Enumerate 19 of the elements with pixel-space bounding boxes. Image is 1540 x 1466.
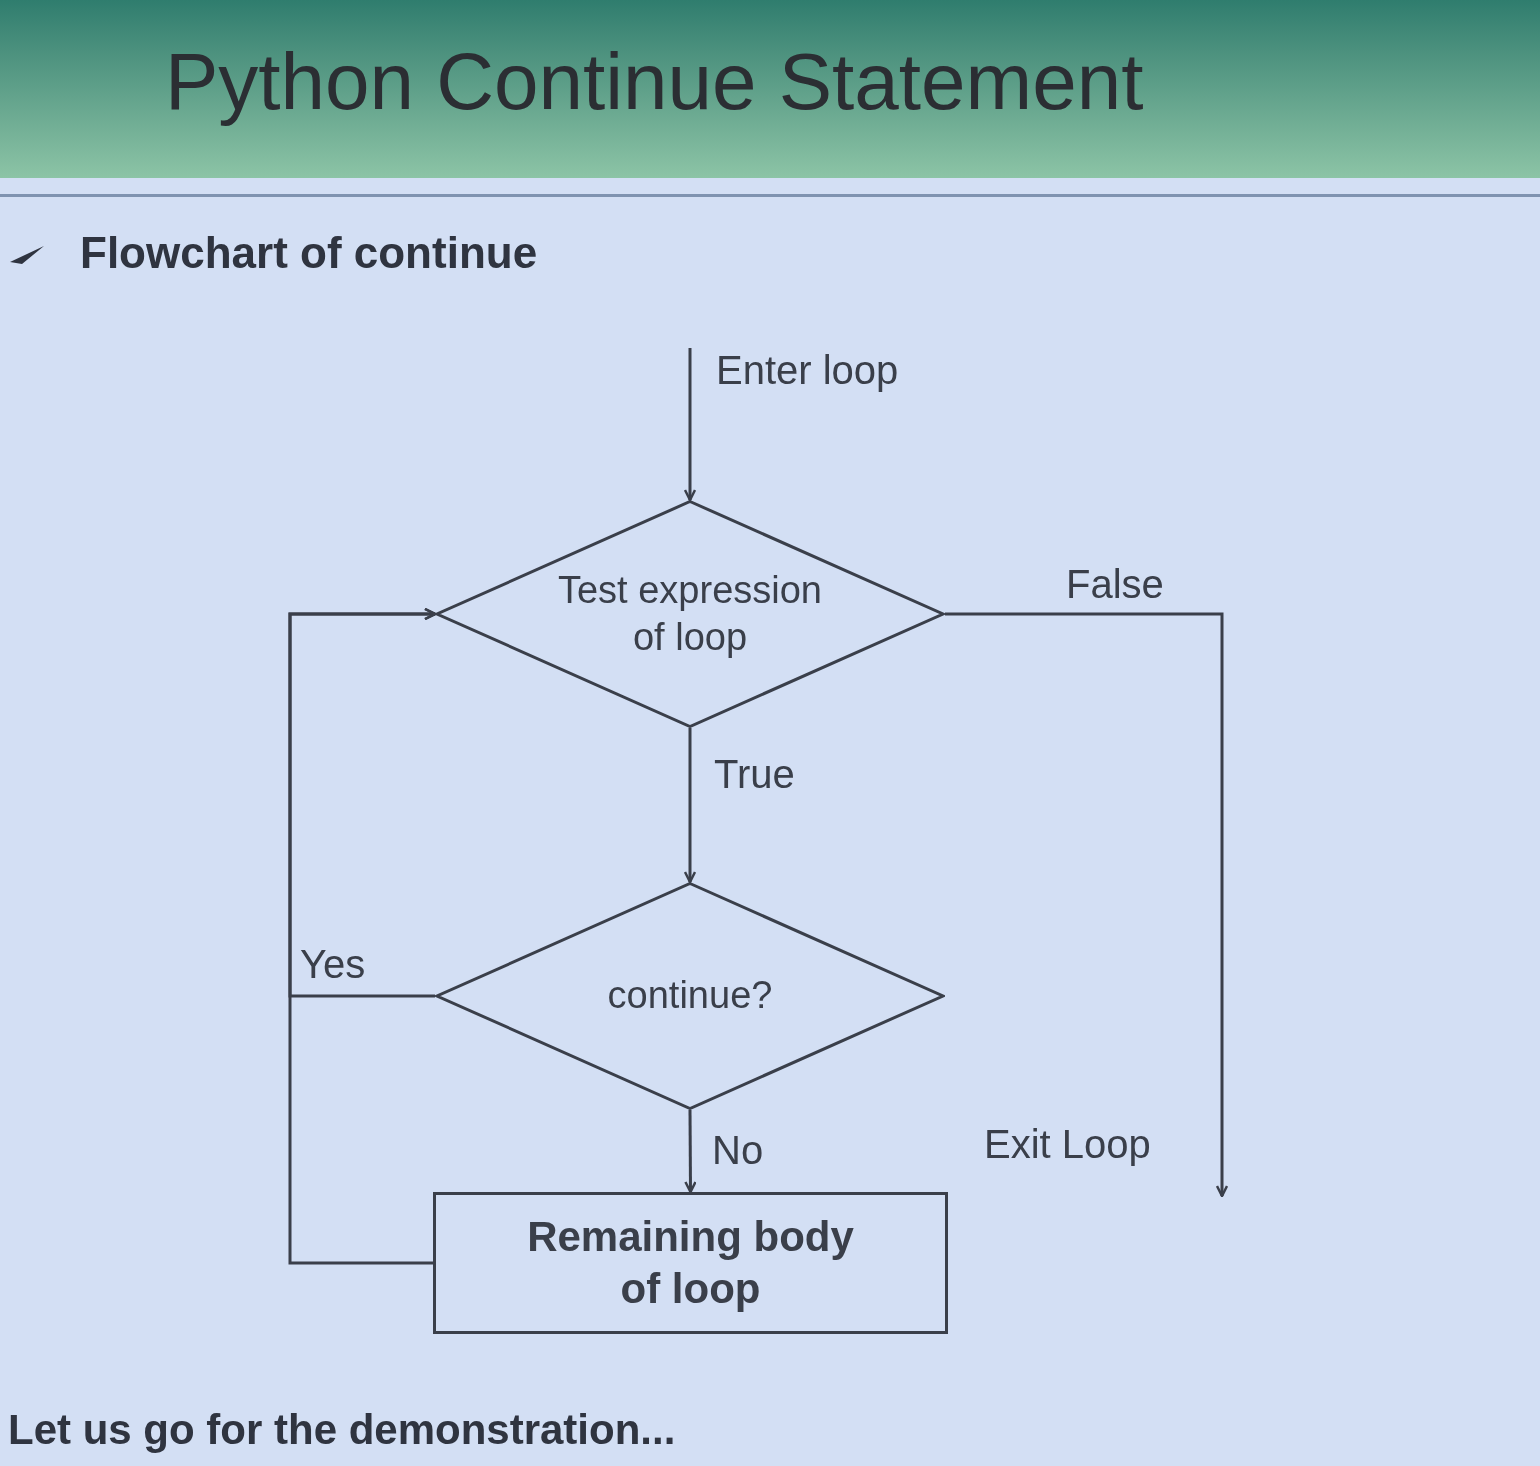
arrow — [684, 1110, 697, 1194]
decision-diamond — [435, 882, 945, 1110]
node-text: continue? — [607, 973, 773, 1019]
node-text: Test expression of loop — [557, 567, 823, 660]
edge-label: Enter loop — [716, 347, 899, 394]
arrow — [683, 348, 697, 502]
arrow — [288, 607, 437, 1265]
arrow — [945, 612, 1229, 1198]
edge-label: Yes — [300, 941, 366, 988]
arrow — [683, 728, 697, 884]
decision-diamond — [435, 500, 945, 728]
footer-note: Let us go for the demonstration... — [8, 1405, 676, 1455]
edge-label: No — [712, 1127, 764, 1174]
edge-label: True — [714, 751, 795, 798]
bullet-text: Flowchart of continue — [80, 227, 538, 279]
edge-label: False — [1066, 561, 1164, 608]
process-box — [433, 1192, 948, 1334]
node-text: Remaining body of loop — [526, 1211, 855, 1314]
exit-label: Exit Loop — [984, 1121, 1151, 1168]
